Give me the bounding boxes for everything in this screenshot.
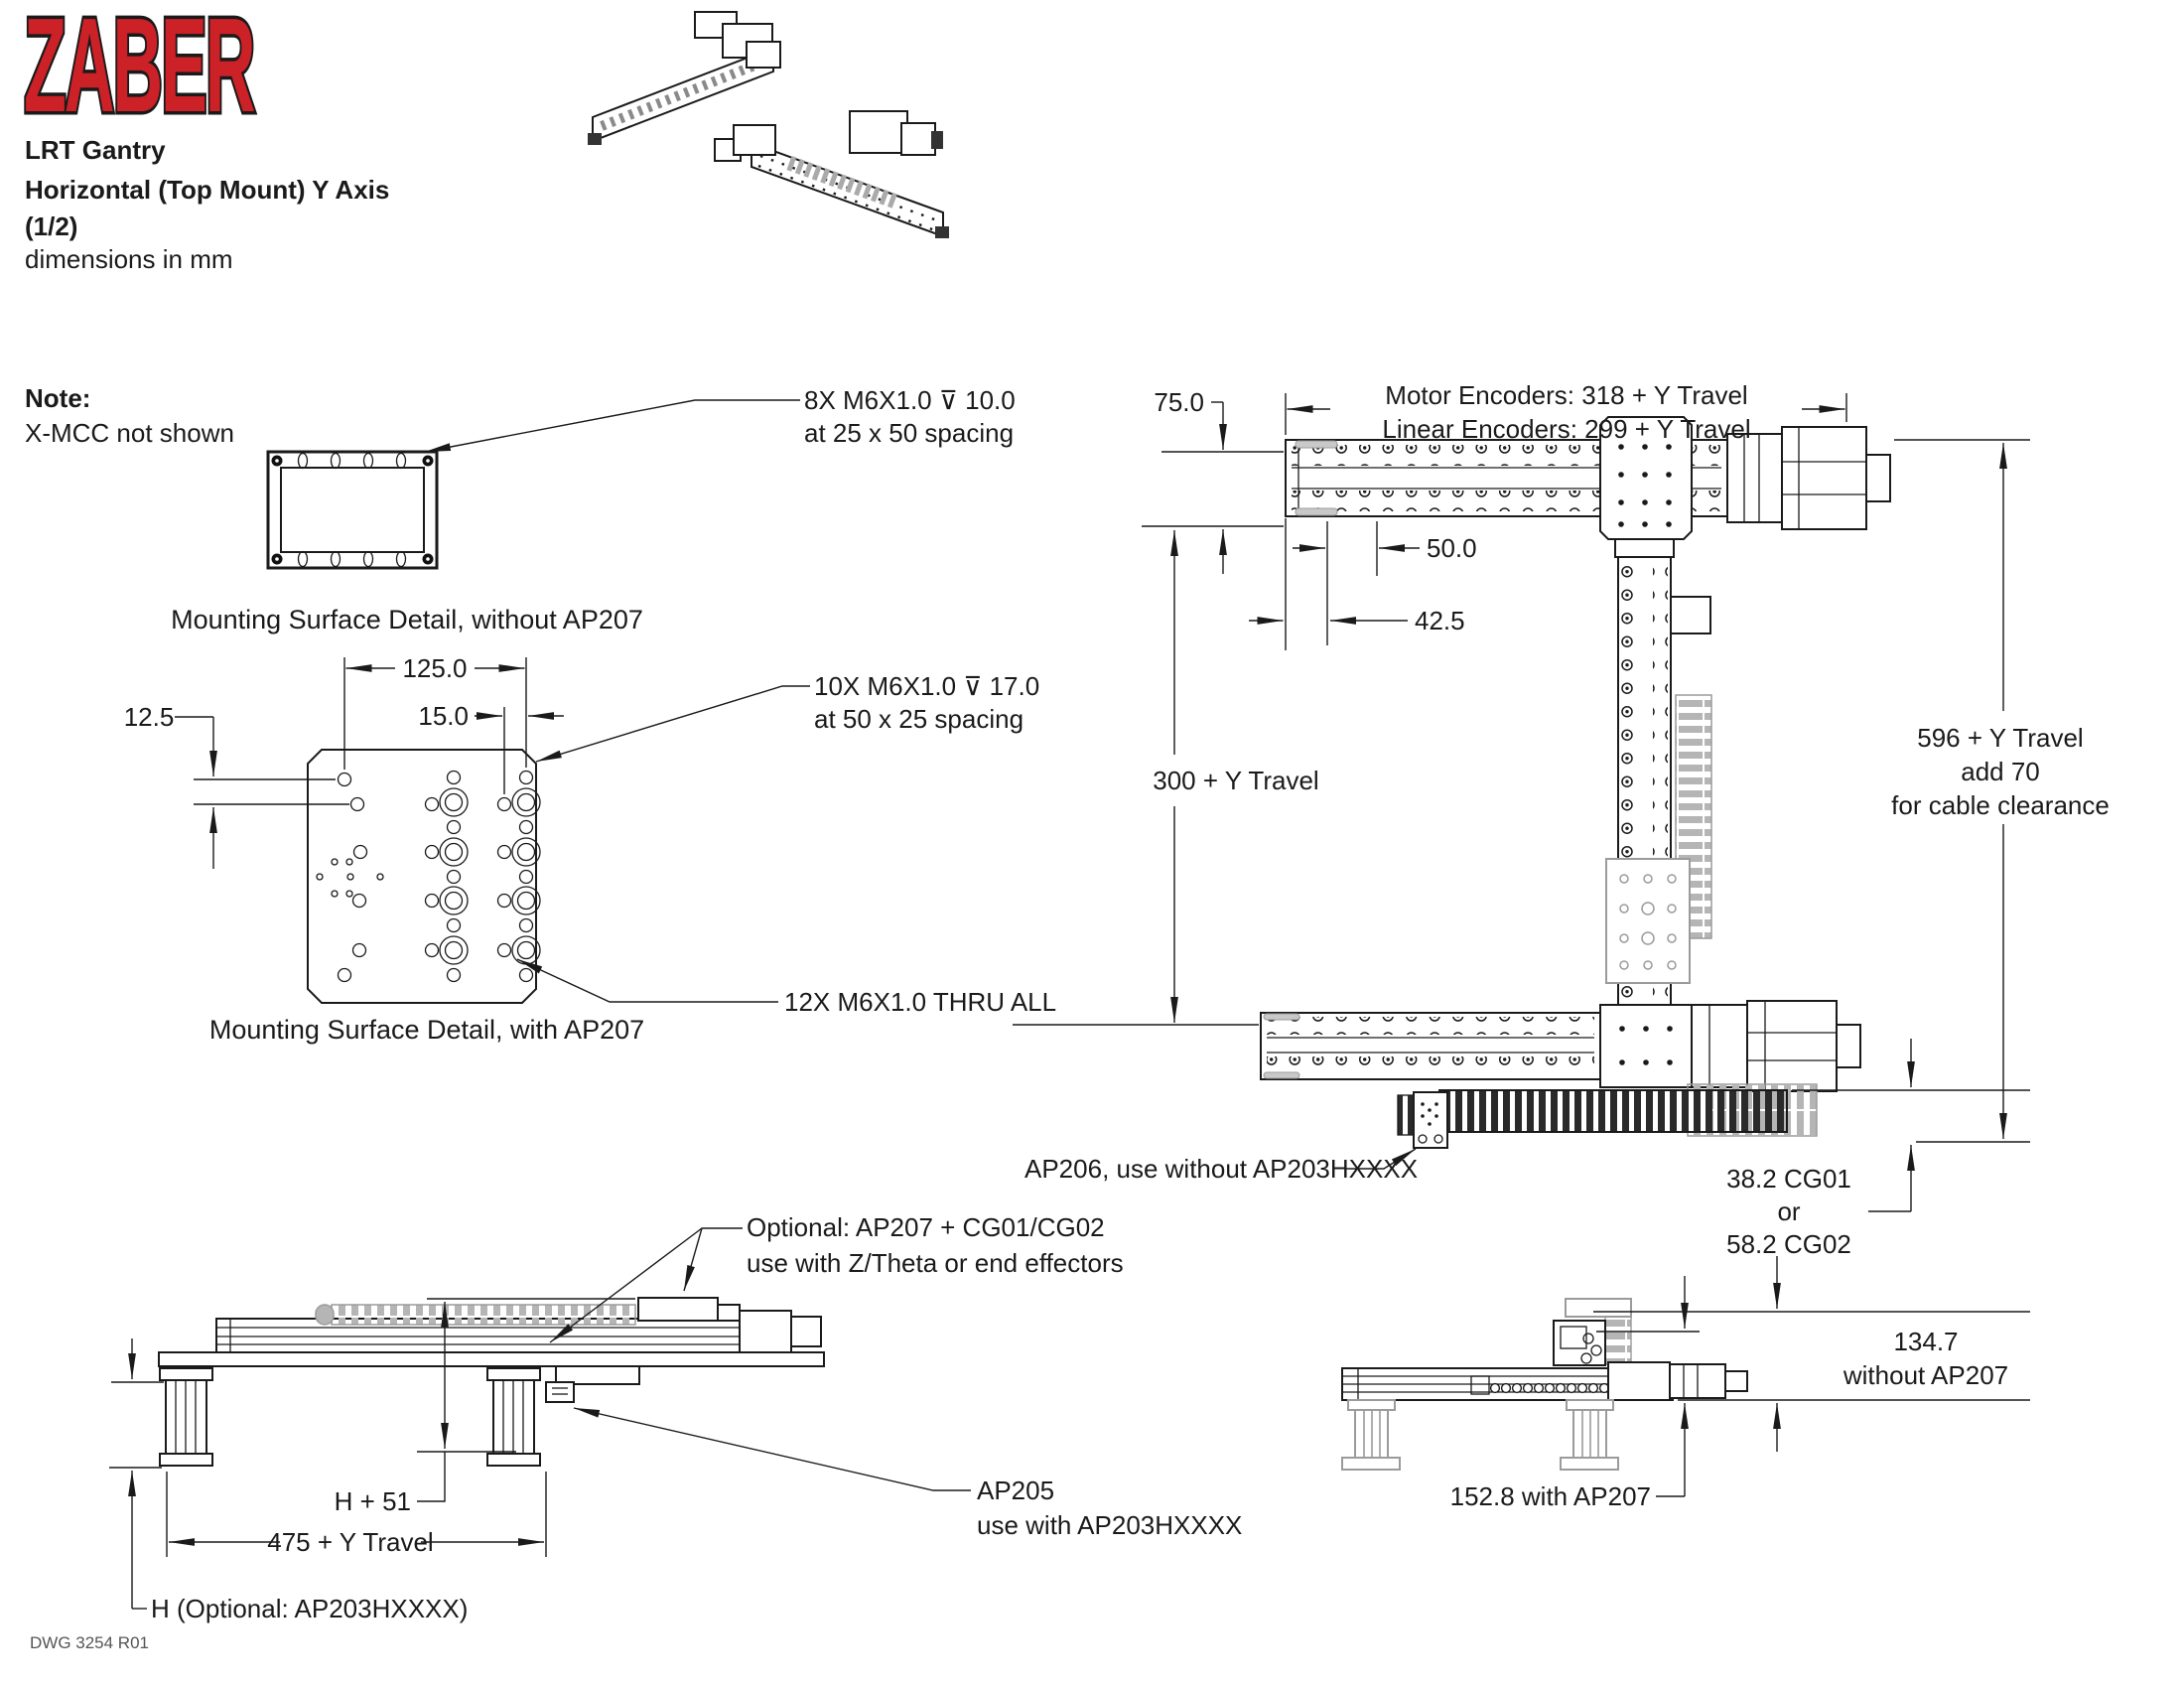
title-product: LRT Gantry <box>25 135 166 165</box>
dim-300-text: 300 + Y Travel <box>1153 766 1318 795</box>
optional-line2: use with Z/Theta or end effectors <box>747 1248 1124 1278</box>
dim-134-line2: without AP207 <box>1843 1360 2008 1390</box>
ap206-part <box>1397 1091 1448 1149</box>
end-leg-right <box>1560 1399 1619 1471</box>
side-leg-right <box>486 1367 541 1467</box>
dim-596-line2: add 70 <box>1961 757 2040 786</box>
title-page: (1/2) <box>25 211 77 241</box>
side-cable-chain <box>315 1304 636 1326</box>
bottom-rail <box>1260 1012 1601 1080</box>
dim-h51-text: H + 51 <box>335 1486 411 1516</box>
detail1-callout-line1: 8X M6X1.0 ⊽ 10.0 <box>804 385 1016 415</box>
ap205-line2: use with AP203HXXXX <box>977 1510 1242 1540</box>
ap207-holes <box>316 770 541 983</box>
dimension-15: 15.0 <box>418 701 564 794</box>
dim-125-text: 125.0 <box>402 653 467 683</box>
dimension-596: 596 + Y Travel add 70 for cable clearanc… <box>1792 439 2110 1143</box>
dim-596-line1: 596 + Y Travel <box>1917 723 2083 753</box>
detail-without-ap207: Mounting Surface Detail, without AP207 8… <box>171 385 1016 634</box>
dimension-75: 75.0 <box>1142 387 1284 574</box>
title-block: ZABER LRT Gantry Horizontal (Top Mount) … <box>21 0 389 274</box>
dimension-h: H (Optional: AP203HXXXX) <box>109 1338 468 1623</box>
slot-holes <box>271 452 434 568</box>
end-view: 134.7 without AP207 152.8 with AP207 <box>1341 1256 2030 1511</box>
detail1-callout-line2: at 25 x 50 spacing <box>804 418 1014 448</box>
note-block: Note: X-MCC not shown <box>25 383 234 448</box>
dim-152-text: 152.8 with AP207 <box>1450 1481 1651 1511</box>
end-motor <box>1607 1361 1748 1401</box>
dimension-42-5: 42.5 <box>1249 518 1465 650</box>
dimension-475: 475 + Y Travel <box>166 1472 547 1557</box>
dim-475-text: 475 + Y Travel <box>267 1527 433 1557</box>
detail2-caption: Mounting Surface Detail, with AP207 <box>209 1015 644 1045</box>
detail2-callout-line2: at 50 x 25 spacing <box>814 704 1024 734</box>
dim-42-5-text: 42.5 <box>1415 606 1465 635</box>
side-leg-left <box>159 1367 213 1467</box>
dimension-12-5: 12.5 <box>124 702 349 869</box>
dim-h-text: H (Optional: AP203HXXXX) <box>151 1594 468 1623</box>
side-view: Optional: AP207 + CG01/CG02 use with Z/T… <box>109 1212 1242 1623</box>
note-label: Note: <box>25 383 90 413</box>
dimension-125: 125.0 <box>343 653 527 770</box>
detail2-callout-line1: 10X M6X1.0 ⊽ 17.0 <box>814 671 1039 701</box>
optional-line1: Optional: AP207 + CG01/CG02 <box>747 1212 1105 1242</box>
top-carriage <box>1599 416 1693 540</box>
detail1-caption: Mounting Surface Detail, without AP207 <box>171 605 643 634</box>
title-variant: Horizontal (Top Mount) Y Axis <box>25 175 389 205</box>
dim-motor-encoders: Motor Encoders: 318 + Y Travel <box>1385 380 1747 410</box>
cable-rack <box>1438 1083 1818 1137</box>
dim-12-5-text: 12.5 <box>124 702 175 732</box>
isometric-view <box>588 11 949 238</box>
side-carriage-plate <box>637 1297 741 1322</box>
ap205-callout: AP205 use with AP203HXXXX <box>573 1407 1242 1540</box>
detail1-callout: 8X M6X1.0 ⊽ 10.0 at 25 x 50 spacing <box>424 385 1016 453</box>
dim-50-text: 50.0 <box>1427 533 1477 563</box>
dimension-152: 152.8 with AP207 <box>1450 1276 1689 1511</box>
dim-cg-or-text: or <box>1777 1196 1800 1226</box>
side-motor <box>545 1310 822 1403</box>
ap207-phantom-plate <box>1605 858 1691 984</box>
top-view: Motor Encoders: 318 + Y Travel Linear En… <box>1013 380 2110 1259</box>
detail2-callout-10x: 10X M6X1.0 ⊽ 17.0 at 50 x 25 spacing <box>535 671 1039 763</box>
ap206-text: AP206, use without AP203HXXXX <box>1024 1154 1418 1184</box>
dimension-h51: H + 51 <box>335 1298 635 1516</box>
chain-rollers <box>1489 1382 1610 1394</box>
ap205-line1: AP205 <box>977 1476 1054 1505</box>
drawing-number: DWG 3254 R01 <box>30 1633 149 1652</box>
bottom-carriage <box>1599 1004 1693 1088</box>
dim-596-line3: for cable clearance <box>1891 790 2110 820</box>
dimension-encoders: Motor Encoders: 318 + Y Travel Linear En… <box>1285 380 1847 444</box>
top-motor <box>1726 426 1891 530</box>
optional-callout: Optional: AP207 + CG01/CG02 use with Z/T… <box>549 1212 1124 1343</box>
detail2-callout-12x: 12X M6X1.0 THRU ALL <box>516 958 1056 1017</box>
detail2-callout-thru: 12X M6X1.0 THRU ALL <box>784 987 1056 1017</box>
dimension-300: 300 + Y Travel <box>1013 530 1319 1026</box>
dimension-134: 134.7 without AP207 <box>1593 1256 2030 1452</box>
bottom-motor <box>1691 1000 1861 1092</box>
dim-75-text: 75.0 <box>1154 387 1204 417</box>
zaber-logo: ZABER <box>24 0 254 140</box>
note-text: X-MCC not shown <box>25 418 234 448</box>
detail-with-ap207: Mounting Surface Detail, with AP207 125.… <box>124 653 1056 1045</box>
dimension-50: 50.0 <box>1293 521 1477 645</box>
title-units: dimensions in mm <box>25 244 233 274</box>
end-tower <box>1553 1298 1632 1366</box>
end-leg-left <box>1341 1399 1401 1471</box>
dim-15-text: 15.0 <box>418 701 469 731</box>
dim-linear-encoders: Linear Encoders: 299 + Y Travel <box>1382 414 1750 444</box>
dimension-cg: 38.2 CG01 or 58.2 CG02 <box>1726 1039 1915 1259</box>
dim-cg01-text: 38.2 CG01 <box>1726 1164 1851 1194</box>
dim-134-line1: 134.7 <box>1893 1327 1958 1356</box>
ap206-callout: AP206, use without AP203HXXXX <box>1024 1148 1418 1184</box>
dim-cg02-text: 58.2 CG02 <box>1726 1229 1851 1259</box>
